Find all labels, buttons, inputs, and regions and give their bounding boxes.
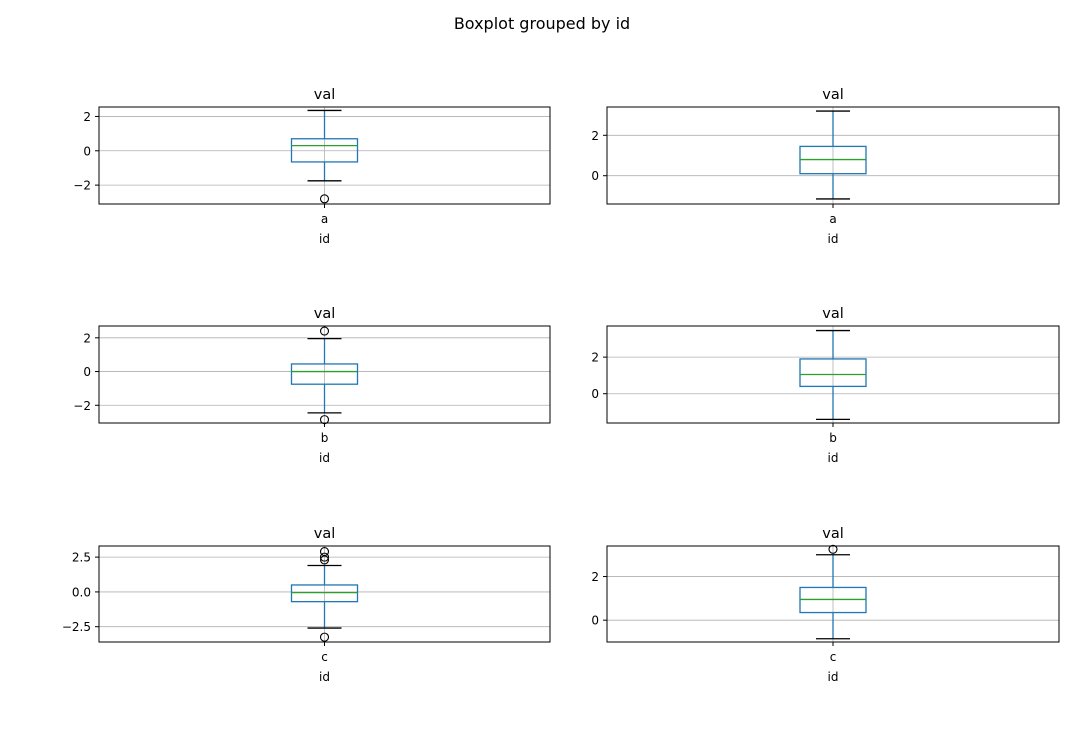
y-tick-label: 2: [83, 110, 91, 124]
iqr-box: [290, 584, 359, 603]
subplot-title: val: [314, 306, 336, 322]
subplot-3: −2 0 2 b id val: [73, 306, 551, 465]
iqr-box: [290, 363, 359, 385]
box-c: [290, 547, 359, 642]
iqr-box: [290, 138, 359, 163]
y-tick-label: 2: [591, 129, 599, 143]
subplot-title: val: [314, 87, 336, 103]
subplot-1: −2 0 2 a id val: [73, 87, 551, 246]
y-tick-label: 2: [591, 570, 599, 584]
box-c: [799, 544, 867, 640]
x-tick-label: c: [321, 650, 328, 664]
y-tick-label: 0: [591, 614, 599, 628]
outlier-point: [319, 326, 330, 336]
y-tick-label: 0: [83, 365, 91, 379]
subplot-title: val: [822, 87, 844, 103]
y-tick-label: 0: [83, 144, 91, 158]
y-tick-label: 0.0: [72, 585, 91, 599]
y-tick-label: 2: [591, 351, 599, 365]
outlier-point: [828, 544, 838, 554]
x-tick-label: a: [829, 212, 836, 226]
y-tick-label: 2.5: [72, 551, 91, 565]
box-a: [799, 110, 867, 200]
subplot-2: 0 2 a id val: [591, 87, 1060, 246]
subplot-grid: −202aidval02aidval−202bidval02bidval−2.5…: [62, 87, 1060, 684]
outlier-point: [319, 194, 330, 204]
subplot-6: 0 2 c id val: [591, 526, 1060, 684]
x-tick-label: c: [830, 650, 837, 664]
iqr-box: [799, 358, 867, 388]
y-tick-label: −2: [73, 179, 91, 193]
subplot-title: val: [822, 306, 844, 322]
x-axis-label: id: [828, 451, 839, 465]
box-b: [290, 326, 359, 425]
subplot-title: val: [314, 526, 336, 542]
y-tick-label: 0: [591, 169, 599, 183]
y-tick-label: −2: [73, 399, 91, 413]
outlier-point: [319, 547, 330, 557]
subplot-title: val: [822, 526, 844, 542]
subplot-5: −2.5 0.0 2.5 c id val: [62, 526, 551, 684]
x-axis-label: id: [319, 232, 330, 246]
outlier-point: [319, 632, 330, 642]
figure-suptitle: Boxplot grouped by id: [454, 14, 630, 33]
box-b: [799, 329, 867, 420]
y-tick-label: 0: [591, 387, 599, 401]
y-tick-label: −2.5: [62, 620, 91, 634]
outlier-point: [319, 552, 330, 562]
x-axis-label: id: [828, 232, 839, 246]
x-axis-label: id: [319, 670, 330, 684]
x-axis-label: id: [319, 451, 330, 465]
x-tick-label: b: [321, 431, 329, 445]
y-tick-label: 2: [83, 331, 91, 345]
x-axis-label: id: [828, 670, 839, 684]
subplot-4: 0 2 b id val: [591, 306, 1060, 465]
x-tick-label: b: [829, 431, 837, 445]
box-a: [290, 109, 359, 204]
x-tick-label: a: [321, 212, 328, 226]
